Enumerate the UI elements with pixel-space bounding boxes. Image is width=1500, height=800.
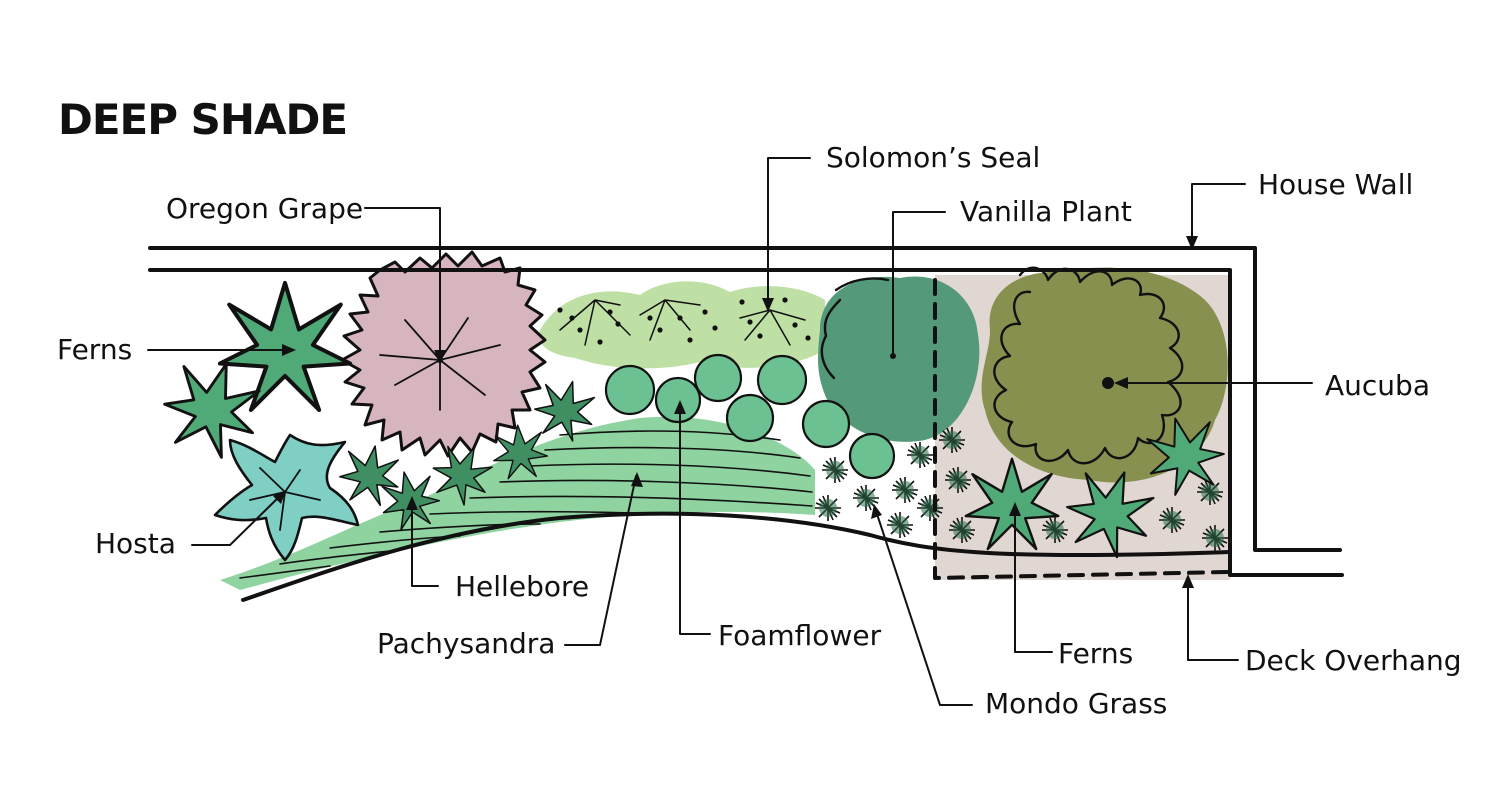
label-solomons-seal: Solomon’s Seal [826, 141, 1040, 174]
bed-edge [241, 511, 1232, 602]
house-wall [148, 246, 1344, 577]
pachysandra-bed [220, 416, 815, 590]
foamflower-group [604, 353, 896, 480]
vanilla-plant-shrub [817, 276, 980, 442]
label-foamflower: Foamflower [718, 619, 882, 652]
label-mondo-grass: Mondo Grass [985, 687, 1167, 720]
ferns-left-group [153, 283, 350, 466]
label-deck-overhang: Deck Overhang [1245, 644, 1462, 677]
page-title: DEEP SHADE [58, 95, 347, 144]
leader-arrowheads [273, 236, 1198, 588]
label-vanilla-plant: Vanilla Plant [960, 195, 1132, 228]
label-pachysandra: Pachysandra [377, 627, 555, 660]
label-hosta: Hosta [95, 527, 176, 560]
label-ferns-right: Ferns [1058, 637, 1133, 670]
solomons-seal-group [539, 281, 825, 369]
hosta-plant [213, 433, 360, 562]
label-ferns-left: Ferns [57, 333, 132, 366]
deck-overhang-line [933, 278, 1230, 580]
label-aucuba: Aucuba [1325, 369, 1430, 402]
label-oregon-grape: Oregon Grape [166, 192, 363, 225]
label-hellebore: Hellebore [455, 570, 589, 603]
leader-lines [147, 157, 1313, 706]
label-house-wall: House Wall [1258, 168, 1413, 201]
